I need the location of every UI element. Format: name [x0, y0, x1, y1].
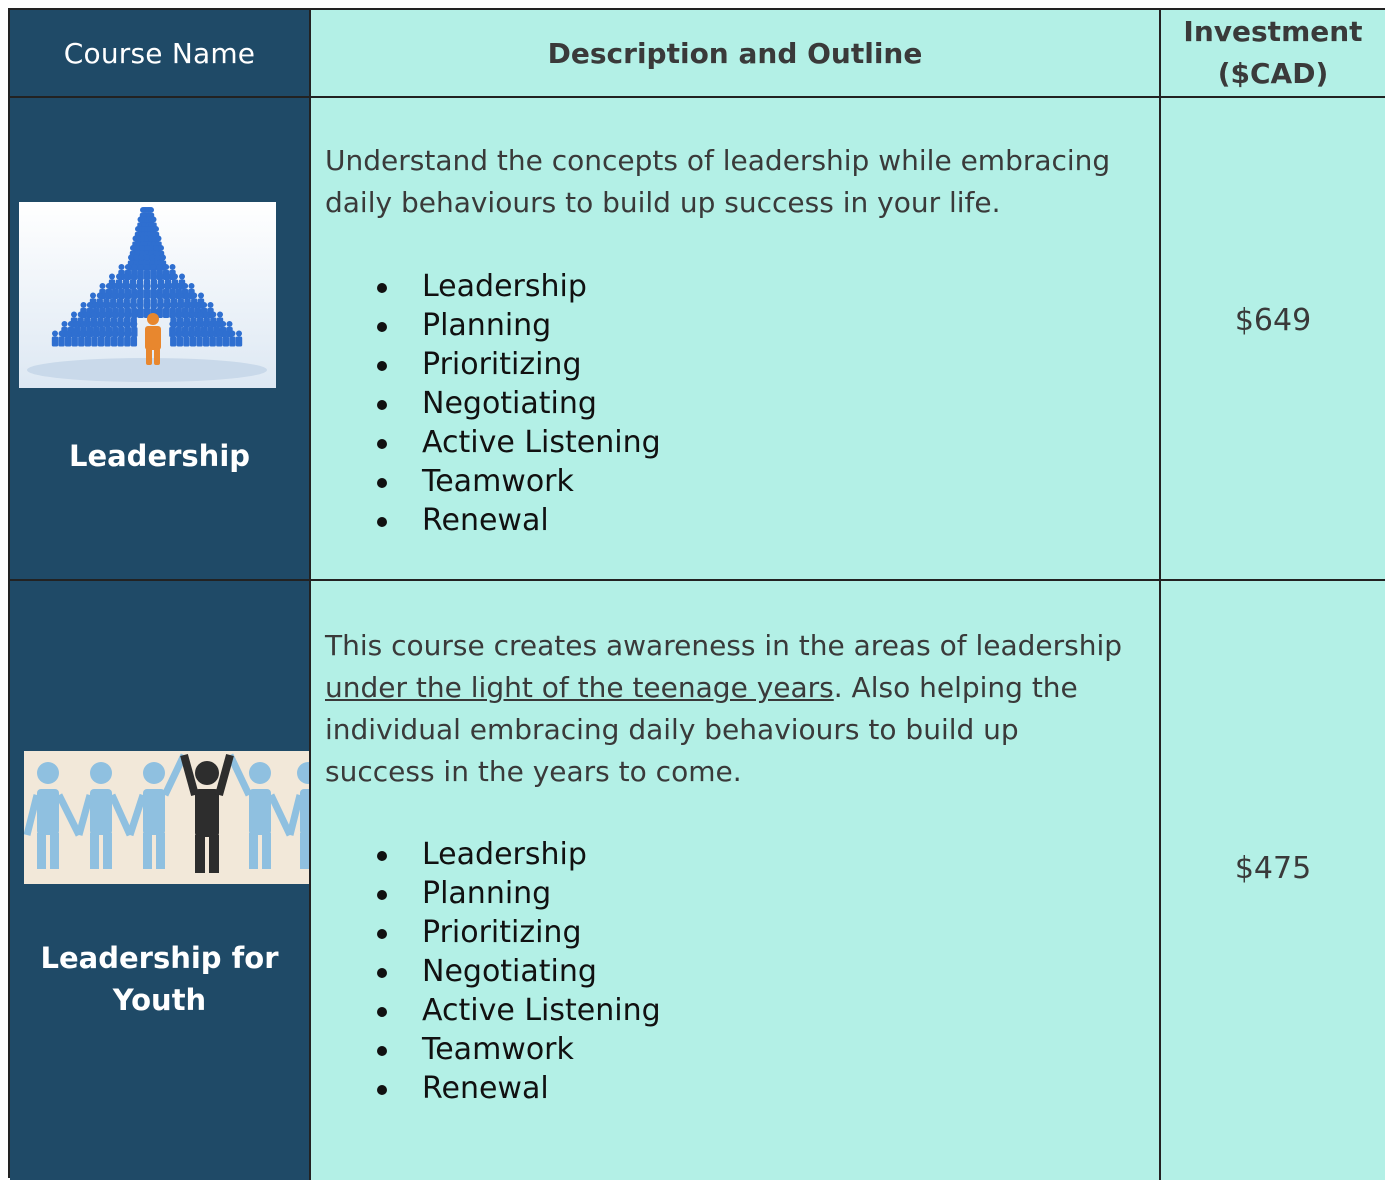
outline-item: Active Listening: [369, 423, 661, 462]
bullet-icon: [377, 283, 387, 293]
course-table: Course Name Description and Outline Inve…: [8, 8, 1385, 1180]
outline-item-label: Prioritizing: [422, 347, 582, 382]
outline-item: Leadership: [369, 267, 661, 306]
course-2-description-cell: This course creates awareness in the are…: [311, 581, 1159, 1180]
bullet-icon: [377, 322, 387, 332]
course-1-name-cell: Leadership: [10, 98, 309, 579]
outline-item-label: Renewal: [422, 1071, 549, 1106]
course-1-title: Leadership: [68, 439, 251, 473]
outline-item-label: Leadership: [422, 837, 587, 872]
outline-item: Negotiating: [369, 384, 661, 423]
bullet-icon: [377, 968, 387, 978]
course-1-price: $649: [1234, 303, 1312, 338]
bullet-icon: [377, 517, 387, 527]
course-2-title: Leadership for Youth: [10, 937, 309, 1021]
course-2-price: $475: [1234, 851, 1312, 886]
outline-item-label: Planning: [422, 308, 552, 343]
bullet-icon: [377, 1007, 387, 1017]
outline-item-label: Negotiating: [422, 954, 597, 989]
crowd-arrow-icon: [19, 202, 276, 388]
outline-item-label: Active Listening: [422, 425, 661, 460]
outline-item-label: Renewal: [422, 503, 549, 538]
course-1-description: Understand the concepts of leadership wh…: [325, 144, 1111, 219]
bullet-icon: [377, 1085, 387, 1095]
bullet-icon: [377, 361, 387, 371]
outline-item: Planning: [369, 306, 661, 345]
course-2-title-line1: Leadership for: [40, 941, 279, 975]
course-2-price-cell: $475: [1161, 581, 1385, 1180]
bullet-icon: [377, 478, 387, 488]
outline-item: Teamwork: [369, 462, 661, 501]
column-divider: [309, 10, 311, 1180]
outline-item: Leadership: [369, 835, 661, 874]
people-holding-hands-icon: [24, 753, 311, 873]
header-investment: Investment ($CAD): [1161, 10, 1385, 96]
youth-figures-image: [24, 751, 311, 884]
outline-item-label: Teamwork: [422, 464, 574, 499]
bullet-icon: [377, 400, 387, 410]
course-2-name-cell: Leadership for Youth: [10, 581, 311, 1180]
outline-item: Renewal: [369, 501, 661, 540]
bullet-icon: [377, 929, 387, 939]
bullet-icon: [377, 851, 387, 861]
outline-item: Active Listening: [369, 991, 661, 1030]
bullet-icon: [377, 439, 387, 449]
outline-item: Teamwork: [369, 1030, 661, 1069]
underlined-phrase: under the light of the teenage years: [325, 671, 834, 704]
course-2-title-line2: Youth: [112, 983, 207, 1017]
bullet-icon: [377, 890, 387, 900]
outline-item: Prioritizing: [369, 345, 661, 384]
outline-item-label: Teamwork: [422, 1032, 574, 1067]
outline-item: Renewal: [369, 1069, 661, 1108]
course-2-description: This course creates awareness in the are…: [325, 629, 1123, 788]
outline-item: Negotiating: [369, 952, 661, 991]
outline-item: Prioritizing: [369, 913, 661, 952]
outline-item-label: Planning: [422, 876, 552, 911]
header-course-name: Course Name: [10, 10, 309, 96]
outline-item-label: Negotiating: [422, 386, 597, 421]
outline-item-label: Prioritizing: [422, 915, 582, 950]
row-divider: [10, 579, 1385, 581]
leadership-arrow-image: [19, 202, 276, 388]
column-divider: [1159, 10, 1161, 1180]
outline-item-label: Leadership: [422, 269, 587, 304]
course-1-price-cell: $649: [1161, 98, 1385, 579]
course-1-description-cell: Understand the concepts of leadership wh…: [311, 98, 1159, 579]
outline-item: Planning: [369, 874, 661, 913]
header-investment-line1: Investment: [1183, 15, 1363, 48]
row-divider: [10, 96, 1385, 98]
header-investment-line2: ($CAD): [1217, 57, 1329, 90]
bullet-icon: [377, 1046, 387, 1056]
header-description: Description and Outline: [311, 10, 1159, 96]
outline-item-label: Active Listening: [422, 993, 661, 1028]
